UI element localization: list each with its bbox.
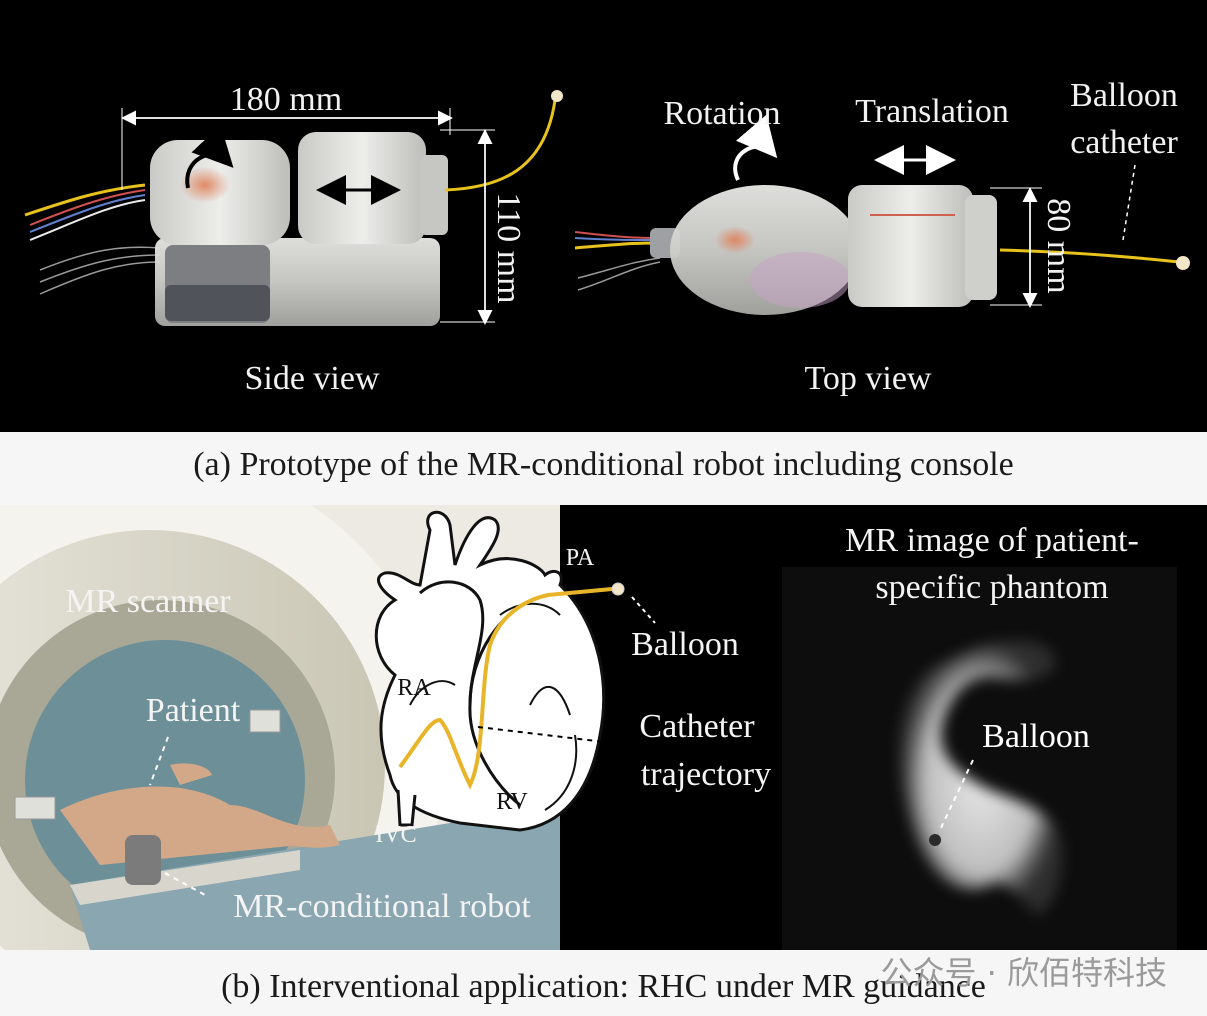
balloon-catheter-label-line2: catheter [1070, 124, 1178, 161]
watermark: 公众号 · 欣佰特科技 [880, 954, 1167, 992]
panel-b-figure: MR scanner Patient MR-conditional robot … [0, 505, 1207, 950]
balloon-label: Balloon [631, 626, 739, 663]
mr-scanner-label: MR scanner [65, 583, 231, 620]
length-dimension-label: 180 mm [230, 81, 342, 118]
width-dimension-label: 80 mm [1040, 198, 1077, 293]
height-dimension-label: 110 mm [490, 192, 527, 303]
ra-label: RA [397, 675, 431, 701]
robot-prototype-figure: 180 mm 110 mm 80 mm Rotation Translation… [24, 77, 1190, 397]
top-view-robot [574, 114, 1190, 315]
catheter-trajectory-label-line1: Catheter [639, 708, 755, 745]
mr-image [782, 567, 1177, 950]
translation-label: Translation [855, 93, 1009, 130]
heart-diagram [374, 510, 656, 832]
side-view-label: Side view [244, 360, 379, 397]
mr-image-title-line2: specific phantom [875, 569, 1108, 606]
mr-balloon-label: Balloon [982, 718, 1090, 755]
rotation-label: Rotation [663, 95, 780, 132]
catheter-trajectory-label-line2: trajectory [641, 756, 771, 793]
patient-label: Patient [146, 692, 241, 729]
side-view-robot [24, 90, 563, 326]
ivc-label: IVC [375, 822, 416, 848]
rhc-application-figure: MR scanner Patient MR-conditional robot … [0, 505, 1177, 950]
balloon-catheter-label-line1: Balloon [1070, 77, 1178, 114]
pa-label: PA [566, 545, 595, 571]
mr-image-title-line1: MR image of patient- [845, 522, 1139, 559]
caption-panel-b: (b) Interventional application: RHC unde… [221, 968, 986, 1005]
panel-a-photo: 180 mm 110 mm 80 mm Rotation Translation… [0, 0, 1207, 432]
mr-conditional-robot-label: MR-conditional robot [233, 888, 531, 925]
rv-label: RV [496, 789, 528, 815]
caption-panel-a: (a) Prototype of the MR-conditional robo… [193, 446, 1014, 483]
top-view-label: Top view [805, 360, 932, 397]
